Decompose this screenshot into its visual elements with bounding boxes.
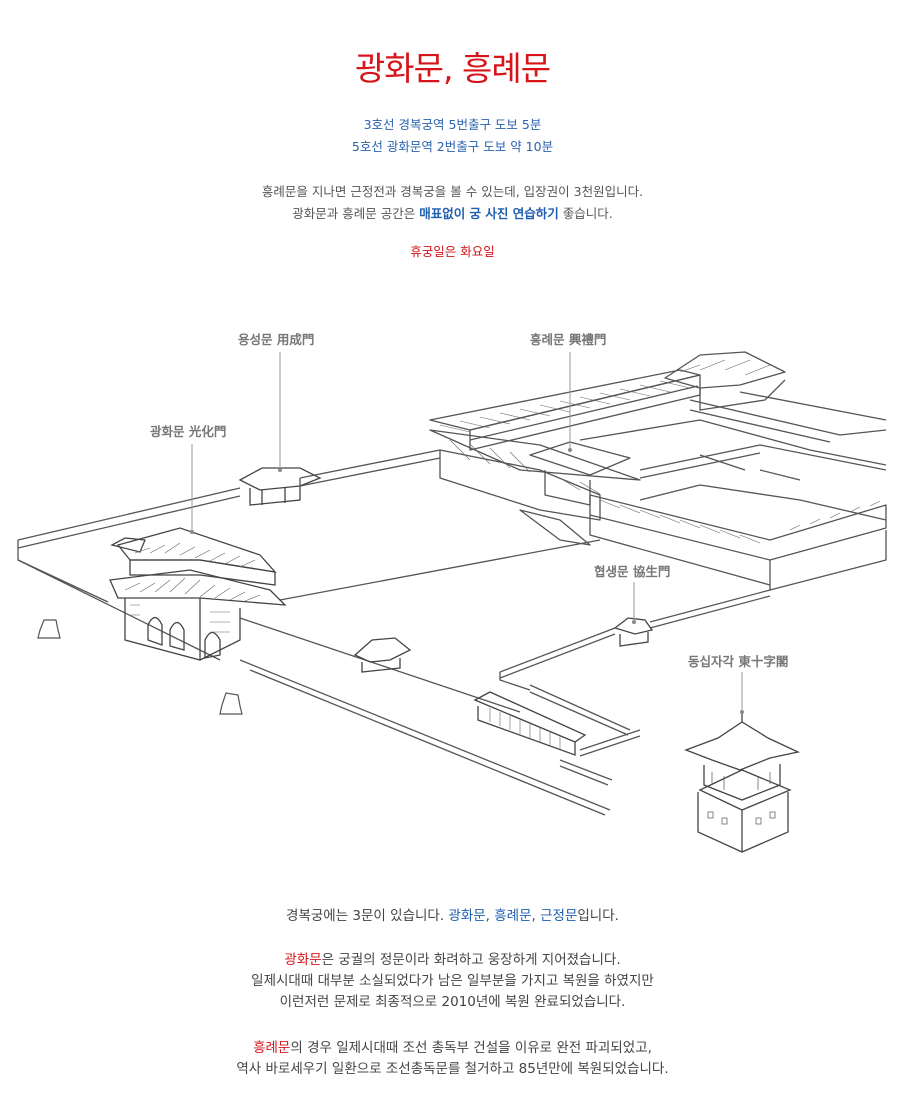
- gates-intro: 경복궁에는 3문이 있습니다. 광화문, 흥례문, 근정문입니다.: [0, 906, 905, 927]
- separator: ,: [485, 908, 495, 924]
- haetae-statue-2: [219, 692, 243, 715]
- gwanghwamun-line-2: 일제시대때 대부분 소실되었다가 남은 일부분을 가지고 복원을 하였지만: [251, 973, 654, 989]
- small-pavilion-building: [353, 637, 412, 673]
- haetae-statue-1: [37, 619, 61, 639]
- east-corridor: [689, 399, 887, 436]
- label-gwanghwamun: 광화문 光化門: [150, 424, 226, 439]
- heungnyemun-paragraph: 흥례문의 경우 일제시대때 조선 총독부 건설을 이유로 완전 파괴되었고, 역…: [0, 1038, 905, 1080]
- heungnyemun-line-1-rest: 의 경우 일제시대때 조선 총독부 건설을 이유로 완전 파괴되었고,: [290, 1040, 652, 1056]
- photo-tip-post: 좋습니다.: [558, 206, 613, 221]
- hyeopsaengmun-building: [613, 617, 654, 647]
- gwanghwamun-name: 광화문: [284, 952, 322, 968]
- closed-day: 휴궁일은 화요일: [410, 244, 495, 259]
- separator: ,: [531, 908, 541, 924]
- subway-line-5: 5호선 광화문역 2번출구 도보 약 10분: [351, 139, 554, 154]
- east-wing-roof: [589, 494, 887, 561]
- gwanghwamun-building: [109, 527, 287, 661]
- north-corridor-roof: [429, 369, 701, 431]
- gates-intro-pre: 경복궁에는 3문이 있습니다.: [286, 908, 449, 924]
- heungnyemun-lower-roof: [429, 429, 641, 481]
- gate-name-geunjeongmun: 근정문: [540, 908, 578, 924]
- wall-north-middle: [299, 449, 441, 479]
- gates-intro-post: 입니다.: [577, 908, 619, 924]
- photo-tip-highlight: 매표없이 궁 사진 연습하기: [419, 206, 559, 221]
- ticket-info: 흥례문을 지나면 근정전과 경복궁을 볼 수 있는데, 입장권이 3천원입니다.: [261, 184, 644, 199]
- wall-west-south: [17, 548, 221, 661]
- photo-tip-pre: 광화문과 흥례문 공간은: [292, 206, 420, 221]
- heungnyemun-line-2: 역사 바로세우기 일환으로 조선총독문를 철거하고 85년만에 복원되었습니다.: [236, 1061, 669, 1077]
- photo-tip: 광화문과 흥례문 공간은 매표없이 궁 사진 연습하기 좋습니다.: [0, 203, 905, 222]
- gwanghwamun-line-3: 이런저런 문제로 최종적으로 2010년에 복원 완료되었습니다.: [279, 994, 626, 1010]
- heungnyemun-upper-roof: [529, 441, 631, 476]
- gate-name-gwanghwamun: 광화문: [448, 908, 486, 924]
- label-hyeopsaengmun: 협생문 協生門: [594, 564, 670, 579]
- wall-west-north: [17, 487, 241, 541]
- label-dongsipjagak: 동십자각 東十字閣: [688, 654, 788, 669]
- gwanghwamun-line-1-rest: 은 궁궐의 정문이라 화려하고 웅장하게 지어졌습니다.: [321, 952, 621, 968]
- yongseongmun-building: [238, 467, 322, 506]
- south-corridor-building: [473, 691, 587, 756]
- wall-south: [239, 659, 611, 811]
- page-title: 광화문, 흥례문: [354, 49, 551, 88]
- subway-line-3: 3호선 경복궁역 5번출구 도보 5분: [363, 117, 542, 132]
- dongsipjagak-building: [684, 712, 801, 853]
- gwanghwamun-paragraph: 광화문은 궁궐의 정문이라 화려하고 웅장하게 지어졌습니다. 일제시대때 대부…: [0, 950, 905, 1013]
- gate-name-heungnyemun: 흥례문: [494, 908, 532, 924]
- gwanghwamun-line-1: 광화문은 궁궐의 정문이라 화려하고 웅장하게 지어졌습니다.: [0, 950, 905, 971]
- heungnyemun-line-1: 흥례문의 경우 일제시대때 조선 총독부 건설을 이유로 완전 파괴되었고,: [0, 1038, 905, 1059]
- wall-east-inner: [499, 627, 616, 673]
- heungnyemun-steps: [519, 509, 591, 546]
- label-yongseongmun: 용성문 用成門: [238, 332, 314, 347]
- inner-court-line: [279, 539, 601, 601]
- heungnyemun-name: 흥례문: [253, 1040, 291, 1056]
- label-heungnyemun: 흥례문 興禮門: [530, 332, 606, 347]
- palace-map-illustration: 용성문 用成門 흥례문 興禮門 광화문 光化門 협생문 協生門 동십자각 東十字…: [17, 332, 887, 853]
